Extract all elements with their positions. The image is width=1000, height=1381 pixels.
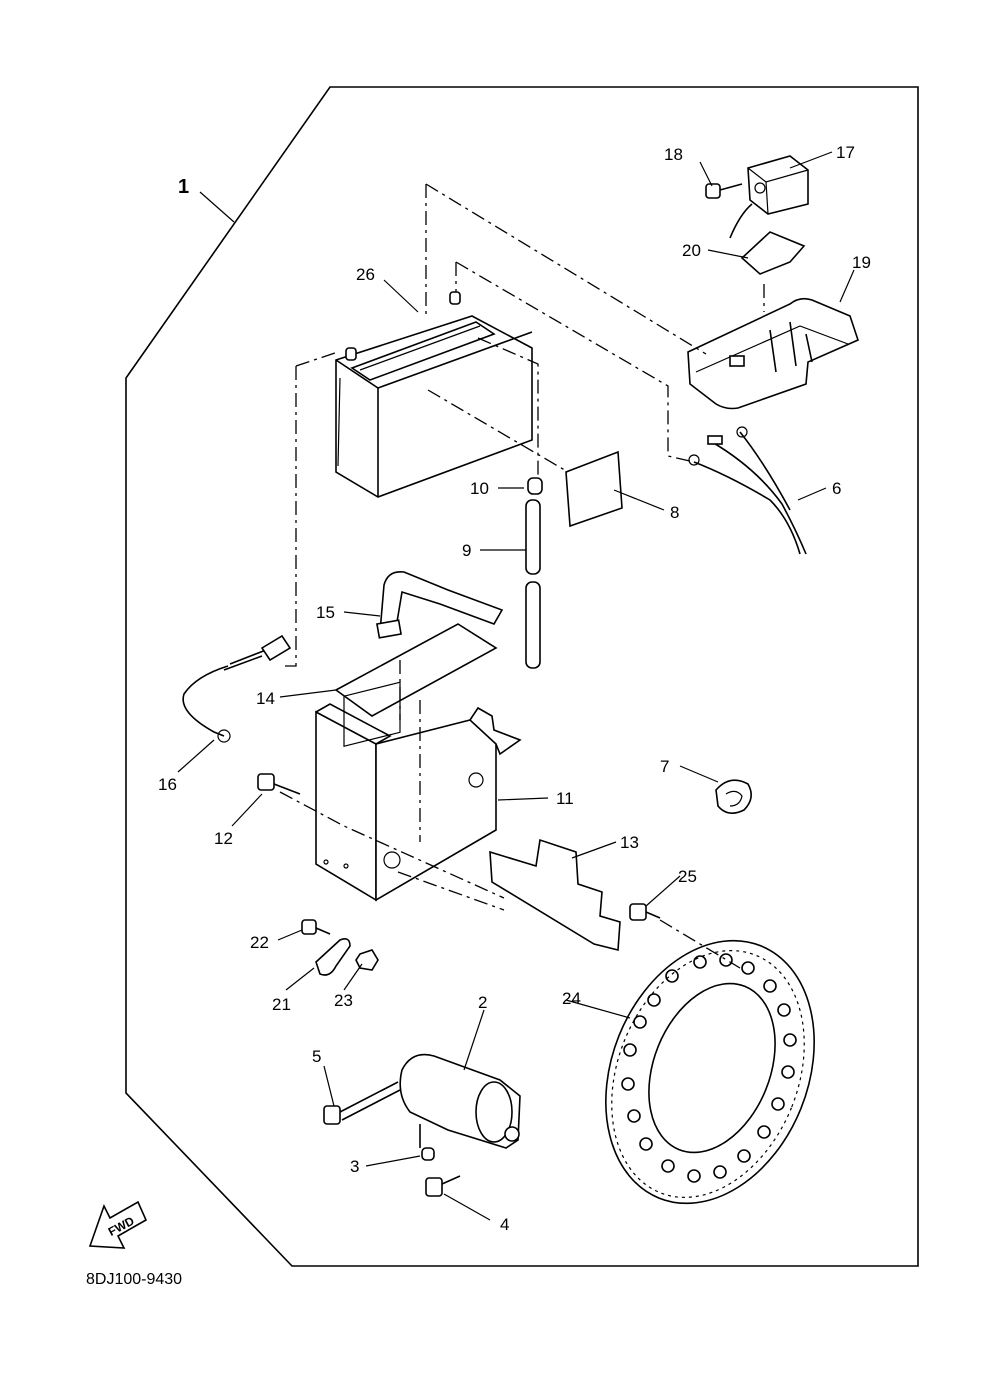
bolt-5 (323, 1081, 401, 1125)
label-sheet (565, 450, 623, 528)
callout-8: 8 (670, 503, 679, 522)
callout-17: 17 (836, 143, 855, 162)
relay-switch (729, 155, 809, 239)
clamp (715, 779, 752, 814)
callout-2: 2 (478, 993, 487, 1012)
minus-lead (182, 634, 292, 743)
wire-harness (688, 426, 807, 555)
starter-relay (687, 297, 859, 410)
battery (335, 291, 533, 498)
bracket (489, 838, 621, 952)
assembly-lines (279, 183, 765, 969)
nut-3 (421, 1147, 435, 1161)
callout-19: 19 (852, 253, 871, 272)
callout-13: 13 (620, 833, 639, 852)
callout-22: 22 (250, 933, 269, 952)
callout-21: 21 (272, 995, 291, 1014)
callout-6: 6 (832, 479, 841, 498)
callout-25: 25 (678, 867, 697, 886)
relay-bolt (705, 183, 743, 199)
bolt-12 (257, 773, 301, 795)
bolt-4 (425, 1175, 461, 1197)
callout-10: 10 (470, 479, 489, 498)
starter-motor (399, 1053, 521, 1149)
callout-12: 12 (214, 829, 233, 848)
fwd-arrow-icon: FWD (88, 1200, 148, 1249)
bolt-25 (629, 903, 661, 921)
callout-11: 11 (556, 789, 574, 808)
drawing-code: 8DJ100-9430 (86, 1271, 182, 1288)
leader-lines (177, 151, 855, 1221)
kit-boundary (125, 86, 919, 1267)
callout-15: 15 (316, 603, 335, 622)
callout-14: 14 (256, 689, 275, 708)
callout-26: 26 (356, 265, 375, 284)
battery-sheet (334, 623, 498, 717)
callout-7: 7 (660, 757, 669, 776)
callout-16: 16 (158, 775, 177, 794)
breather-hose (525, 477, 543, 669)
callout-18: 18 (664, 145, 683, 164)
callout-24: 24 (562, 989, 581, 1008)
starter-ring-gear (605, 939, 815, 1205)
clamp-21 (315, 938, 351, 976)
callout-5: 5 (312, 1047, 321, 1066)
callout-23: 23 (334, 991, 353, 1010)
callout-20: 20 (682, 241, 701, 260)
bolt-22 (301, 919, 331, 935)
callout-3: 3 (350, 1157, 359, 1176)
relay-stay (740, 231, 806, 275)
callout-9: 9 (462, 541, 471, 560)
callout-4: 4 (500, 1215, 509, 1234)
callout-1: 1 (178, 176, 189, 198)
battery-band (376, 570, 504, 639)
battery-case (315, 681, 522, 902)
